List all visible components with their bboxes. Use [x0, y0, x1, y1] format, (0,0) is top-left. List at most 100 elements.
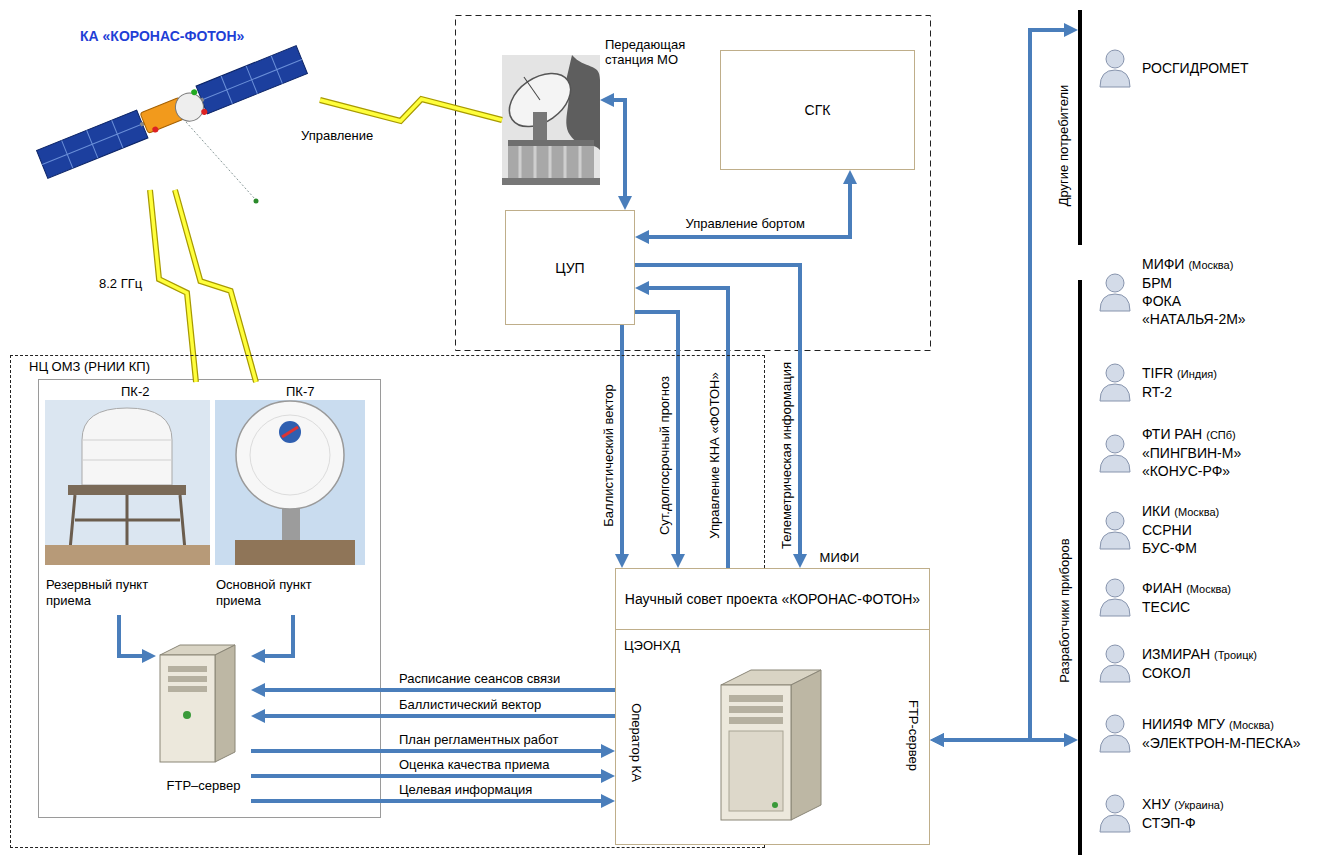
- person-icon: [1098, 362, 1132, 402]
- radome-photo: [45, 400, 210, 565]
- center-name: ЦЭОНХД: [624, 638, 680, 653]
- radio-link: [150, 190, 196, 382]
- lightning-bolt: [175, 190, 256, 382]
- radome-photo-part: [82, 408, 172, 485]
- person-head: [1106, 435, 1124, 453]
- org-city: (Москва): [1229, 719, 1274, 731]
- org-name: ХНУ: [1142, 796, 1170, 812]
- server-icon-part: [160, 655, 215, 762]
- arrow-line: [251, 749, 603, 753]
- data-center-box-part-part: [729, 731, 783, 811]
- flow-arrow: [119, 615, 156, 663]
- data-center-box-part: [711, 665, 831, 825]
- arrow-line: [635, 312, 678, 556]
- data-center-box-part-part: [772, 802, 778, 808]
- edge-label: 8.2 ГГц: [98, 276, 143, 291]
- server-icon-part: [168, 686, 207, 692]
- process-box: СГК: [720, 50, 915, 170]
- edge-label: Управление: [300, 128, 374, 143]
- flow-arrow: [635, 265, 807, 568]
- org-line: ХНУ(Украина): [1142, 795, 1224, 814]
- receiving-station: ПК-7Основной пункт приема: [216, 382, 366, 615]
- person-icon: [1098, 510, 1132, 550]
- org-name: РОСГИДРОМЕТ: [1142, 60, 1249, 76]
- org-name: МИФИ: [1142, 256, 1184, 272]
- flow-arrow: [930, 23, 1078, 747]
- arrow-line: [647, 288, 728, 568]
- satellite-illustration: [37, 46, 308, 204]
- person-body: [1100, 384, 1130, 401]
- arrow-head: [601, 794, 615, 808]
- arrow-head: [251, 709, 265, 723]
- instrument-name: ССРНИ: [1142, 521, 1219, 539]
- edge-label: Управление КНА «ФОТОН»: [707, 371, 722, 539]
- arrow-head: [843, 170, 857, 184]
- person-node: РОСГИДРОМЕТ: [1098, 48, 1249, 88]
- dish-photo-part: [250, 415, 330, 495]
- station-role: Основной пункт приема: [216, 577, 341, 609]
- satellite-node: КА «КОРОНАС-ФОТОН»: [30, 25, 320, 190]
- station-photo: [496, 55, 600, 185]
- edge-label: Телеметрическая информация: [778, 361, 793, 550]
- org-name: ФТИ РАН: [1142, 426, 1202, 442]
- instrument-name: «КОНУС-РФ»: [1142, 462, 1241, 480]
- radome-photo-part: [45, 545, 210, 565]
- process-box: ЦУП: [505, 210, 635, 325]
- person-head: [1106, 715, 1124, 733]
- person-node: ИКИ(Москва)ССРНИБУС-ФМ: [1098, 502, 1219, 557]
- person-icon: [1098, 577, 1132, 617]
- radio-link: [320, 99, 502, 121]
- edge-label: Баллистический вектор: [601, 383, 616, 527]
- instrument-name: ТЕСИС: [1142, 598, 1231, 616]
- side-label: Оператор КА: [628, 703, 643, 782]
- council-box: МИФИНаучный совет проекта «КОРОНАС-ФОТОН…: [615, 568, 930, 630]
- org-city: (Троицк): [1214, 649, 1257, 661]
- person-icon: [1098, 793, 1132, 833]
- org-city: (Индия): [1177, 368, 1217, 380]
- satellite-illustration-part: [186, 122, 255, 199]
- person-head: [1106, 795, 1124, 813]
- arrow-line: [263, 688, 615, 692]
- dish-photo-part: [236, 401, 344, 509]
- person-head: [1106, 50, 1124, 68]
- satellite-illustration-part-part: [190, 88, 198, 96]
- arrow-line: [251, 774, 603, 778]
- satellite-illustration-part-part: [37, 110, 148, 178]
- instrument-name: ФОКА: [1142, 292, 1246, 310]
- arrow-head: [600, 93, 614, 107]
- instrument-name: «НАТАЛЬЯ-2М»: [1142, 310, 1246, 328]
- instrument-name: БУС-ФМ: [1142, 539, 1219, 557]
- org-name: ФИАН: [1142, 580, 1182, 596]
- dish-photo-part: [235, 540, 355, 565]
- person-node: TIFR(Индия)RT-2: [1098, 362, 1217, 402]
- person-text: ФИАН (Москва) ТЕСИС: [1142, 579, 1231, 616]
- person-icon: [1098, 272, 1132, 312]
- server-icon-part: [215, 645, 235, 762]
- person-body: [1100, 70, 1130, 87]
- org-heading: МИФИ: [820, 550, 859, 565]
- station-photo-part: [565, 55, 600, 150]
- data-center-box-part-part: [729, 706, 783, 713]
- person-icon: [1098, 713, 1132, 753]
- data-center-box-part-part: [791, 670, 821, 820]
- lightning-bolt: [320, 99, 502, 121]
- person-head: [1106, 364, 1124, 382]
- satellite-illustration-part-part: [171, 89, 207, 125]
- server-icon: [160, 645, 235, 762]
- person-node: МИФИ(Москва)БРМФОКА«НАТАЛЬЯ-2М»: [1098, 255, 1246, 328]
- station-photo-part: [502, 178, 600, 185]
- edge-label: Целевая информация: [398, 782, 533, 797]
- person-head: [1106, 512, 1124, 530]
- person-text: НИИЯФ МГУ(Москва)«ЭЛЕКТРОН-М-ПЕСКА»: [1142, 715, 1300, 752]
- org-name: ИЗМИРАН: [1142, 646, 1210, 662]
- consumer-bar: Разработчики приборов: [1040, 280, 1082, 855]
- person-text: МИФИ(Москва)БРМФОКА«НАТАЛЬЯ-2М»: [1142, 255, 1246, 328]
- satellite-illustration-part-part: [37, 110, 148, 178]
- edge-label: Расписание сеансов связи: [398, 671, 561, 686]
- receiving-station: ПК-2Резервный пункт приема: [46, 382, 211, 615]
- org-city: (Москва): [1186, 583, 1231, 595]
- person-head: [1106, 579, 1124, 597]
- region-label: НЦ ОМЗ (РНИИ КП): [29, 359, 150, 374]
- dish-photo: [215, 400, 365, 565]
- person-text: ИКИ(Москва)ССРНИБУС-ФМ: [1142, 502, 1219, 557]
